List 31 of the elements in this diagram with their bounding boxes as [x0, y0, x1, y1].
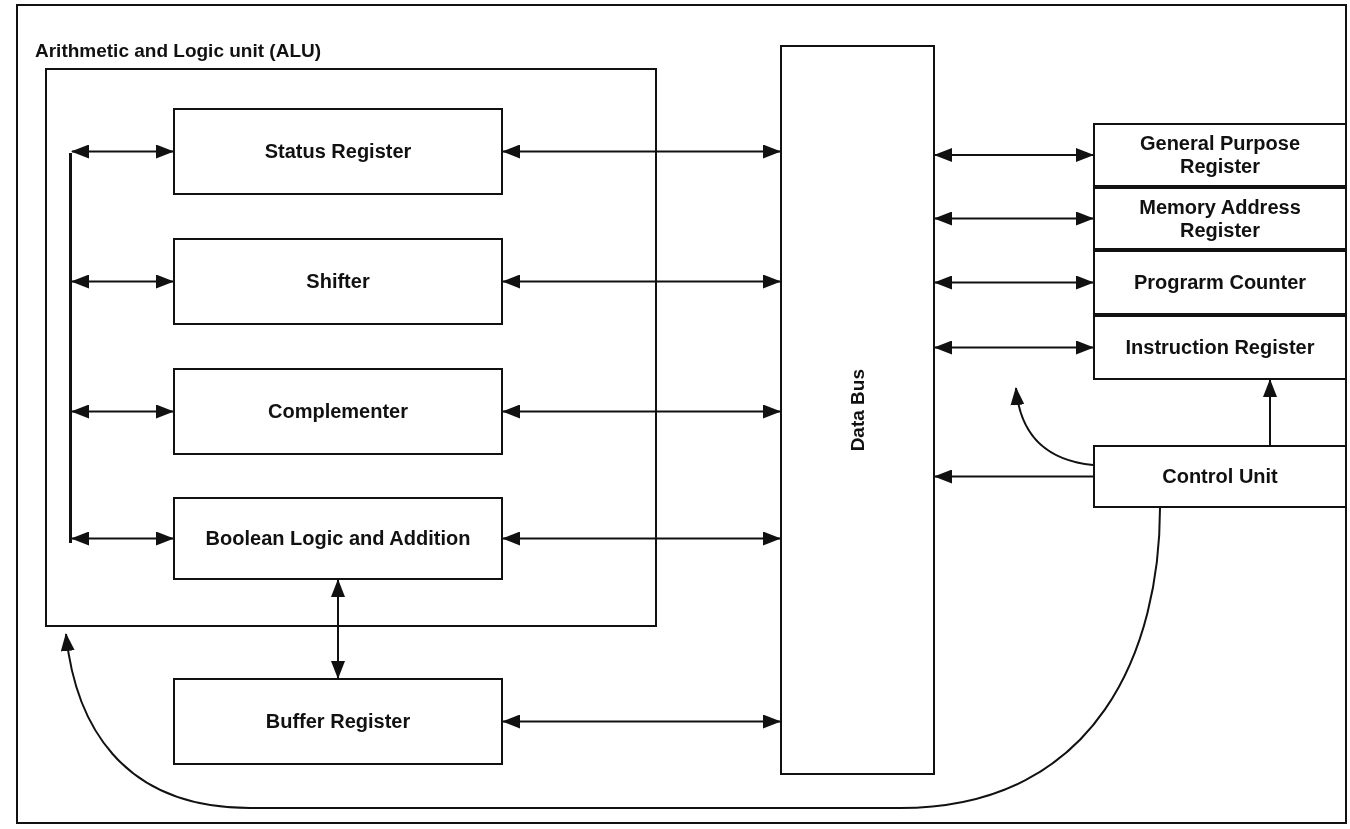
- bus-line: [69, 153, 72, 543]
- double-arrow: [71, 274, 174, 289]
- double-arrow: [71, 531, 174, 546]
- register-box: Memory Address Register: [1093, 187, 1347, 250]
- register-box: Complementer: [173, 368, 503, 455]
- double-arrow: [502, 274, 781, 289]
- arrow: [934, 469, 1094, 484]
- arrow: [1011, 387, 1094, 466]
- double-arrow: [934, 275, 1094, 290]
- double-arrow: [502, 531, 781, 546]
- register-box: Buffer Register: [173, 678, 503, 765]
- double-arrow: [331, 579, 345, 679]
- group-heading: Arithmetic and Logic unit (ALU): [35, 40, 322, 62]
- double-arrow: [71, 144, 174, 159]
- double-arrow: [71, 404, 174, 419]
- arrow: [61, 507, 1161, 809]
- double-arrow: [934, 211, 1094, 226]
- arrow: [1263, 379, 1277, 446]
- register-box: Instruction Register: [1093, 315, 1347, 380]
- double-arrow: [502, 144, 781, 159]
- register-box: Boolean Logic and Addition: [173, 497, 503, 580]
- double-arrow: [502, 714, 781, 729]
- register-box: Shifter: [173, 238, 503, 325]
- register-box: Status Register: [173, 108, 503, 195]
- register-box: Control Unit: [1093, 445, 1347, 508]
- double-arrow: [502, 404, 781, 419]
- register-box: Prograrm Counter: [1093, 250, 1347, 315]
- register-box: General Purpose Register: [1093, 123, 1347, 187]
- double-arrow: [934, 148, 1094, 162]
- data-bus-box: Data Bus: [780, 45, 935, 775]
- double-arrow: [934, 340, 1094, 355]
